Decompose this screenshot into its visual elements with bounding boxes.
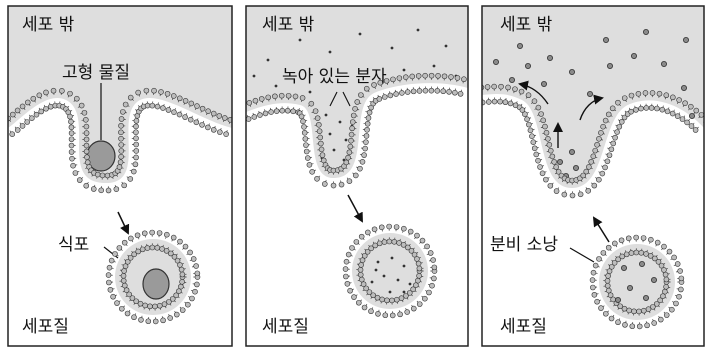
cytoplasm-label-2: 세포질 xyxy=(262,317,309,337)
pinocytic-vesicle xyxy=(352,233,428,309)
panel-phagocytosis xyxy=(1,6,233,346)
dissolved-molecules-label: 녹아 있는 분자 xyxy=(282,67,387,87)
cytoplasm-label-1: 세포질 xyxy=(22,317,69,337)
outside-label-3: 세포 밖 xyxy=(500,15,553,35)
solid-particle-vacuole xyxy=(143,269,169,299)
secretory-vesicle xyxy=(599,244,675,320)
panel-pinocytosis xyxy=(241,6,468,346)
outside-label-2: 세포 밖 xyxy=(262,15,315,35)
cytoplasm-label-3: 세포질 xyxy=(500,317,547,337)
secretory-vesicle-label: 분비 소낭 xyxy=(490,235,558,255)
panel-exocytosis xyxy=(479,6,709,346)
food-vacuole-label: 식포 xyxy=(58,235,89,255)
solid-matter-label: 고형 물질 xyxy=(62,63,130,83)
outside-label-1: 세포 밖 xyxy=(22,15,75,35)
